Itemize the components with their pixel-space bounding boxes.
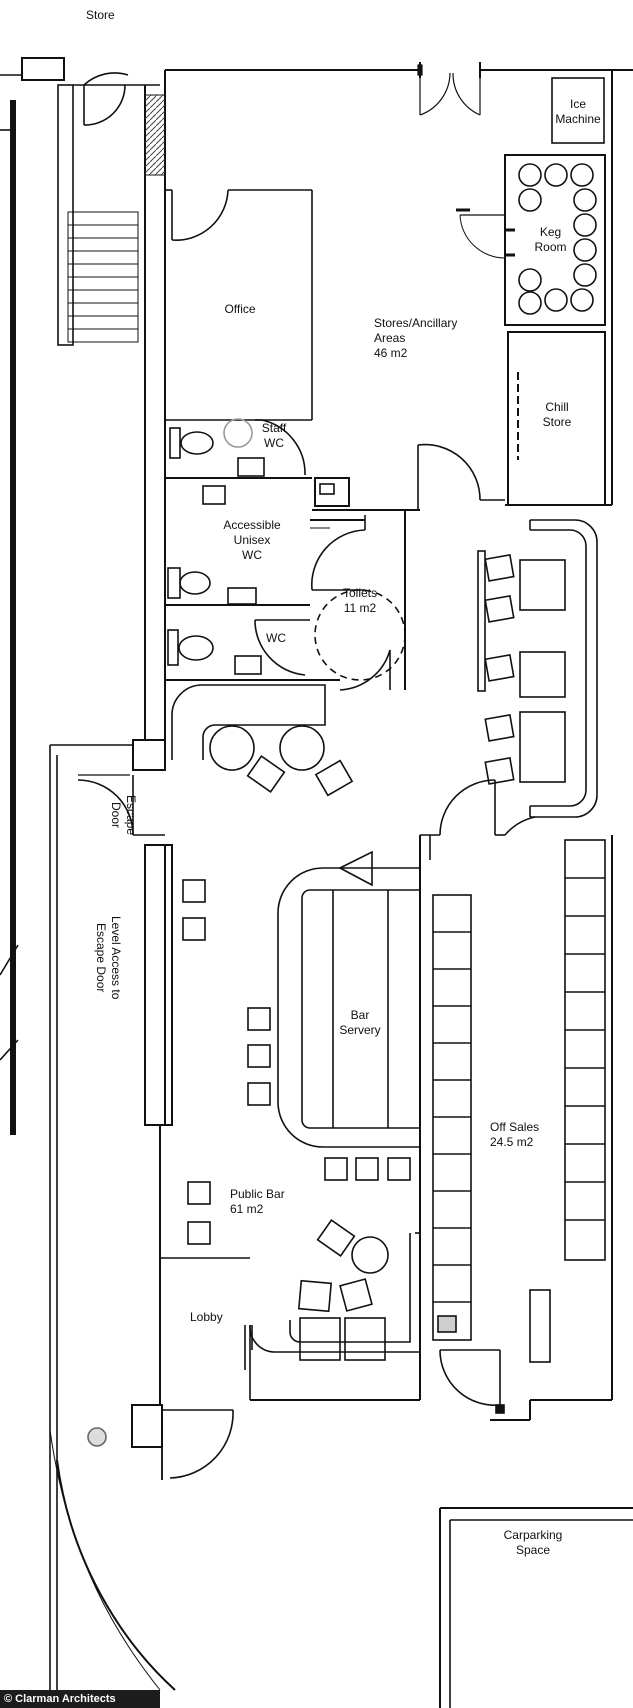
staff-wc	[165, 418, 350, 507]
toilets-area	[165, 509, 420, 691]
toilets-label: Toilets 11 m2	[342, 586, 377, 615]
exterior-left-wall	[0, 74, 22, 1135]
wc-label: WC	[266, 631, 286, 645]
bar-booth-door	[439, 779, 536, 836]
keg-room	[456, 154, 606, 326]
accessible-wc	[165, 485, 366, 606]
lobby-label: Lobby	[190, 1310, 223, 1324]
boundary-curves	[49, 1429, 176, 1691]
staff-wc-label: Staff WC	[261, 421, 287, 450]
staircase	[67, 211, 139, 343]
public-bar-label: Public Bar 61 m2	[230, 1187, 285, 1216]
top-double-door	[417, 64, 481, 116]
off-sales-label: Off Sales 24.5 m2	[490, 1120, 540, 1149]
stores-ancillary-label: Stores/Ancillary Areas 46 m2	[374, 316, 458, 360]
office-label: Office	[224, 302, 256, 316]
bar-partition	[144, 844, 173, 1405]
booth-seating	[477, 519, 598, 818]
accessible-wc-label: Accessible Unisex WC	[223, 518, 281, 562]
lower-bar	[244, 1219, 457, 1370]
office	[165, 189, 313, 421]
keg-room-label: Keg Room	[534, 225, 567, 254]
chill-store-label: Chill Store	[542, 400, 572, 429]
lobby	[87, 1257, 420, 1480]
main-walls	[144, 62, 633, 1421]
bar-stools	[182, 879, 411, 1245]
round-tables	[171, 684, 354, 797]
ice-machine-label: Ice Machine	[555, 97, 601, 126]
stores-door	[417, 443, 612, 510]
store-block	[21, 57, 160, 346]
ice-machine	[551, 77, 605, 144]
level-access-label: Level Access to Escape Door	[94, 915, 123, 1000]
architect-credit: © Clarman Architects	[0, 1690, 160, 1708]
escape-door-label: Escape Door	[109, 794, 138, 836]
off-sales-shelving	[432, 839, 606, 1363]
carparking-label: Carparking Space	[503, 1528, 563, 1557]
carparking	[439, 1507, 633, 1708]
off-sales-door	[439, 1349, 505, 1414]
store-label: Store	[86, 8, 115, 22]
bar-servery	[277, 834, 440, 1400]
escape-door	[49, 739, 166, 1690]
bar-servery-label: Bar Servery	[339, 1008, 381, 1037]
